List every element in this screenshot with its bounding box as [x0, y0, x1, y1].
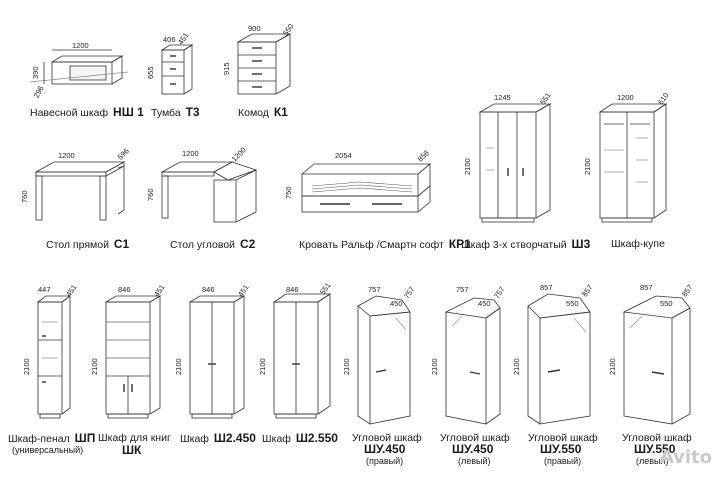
sliding-wardrobe-drawing: 1200 610 2100 — [583, 91, 671, 223]
caption-kupe: Шкаф-купе — [611, 238, 665, 250]
dim-side: 550 — [566, 299, 579, 308]
caption-sh3: Шкаф 3-х створчатый Ш3 — [461, 237, 591, 251]
dim-height: 2100 — [90, 358, 99, 375]
corner-wardrobe-shu450-right-drawing: 757 757 450 2100 — [342, 285, 417, 425]
dim-length: 2054 — [335, 151, 352, 160]
wardrobe-sh2-550-drawing: 846 551 2100 — [258, 281, 333, 419]
dim-depth: 451 — [176, 31, 191, 46]
caption-sh2-450: Шкаф Ш2.450 — [180, 431, 256, 445]
dim-width: 846 — [286, 285, 299, 294]
caption-shu450-left: Угловой шкаф — [440, 432, 510, 444]
corner-wardrobe-shu550-right-drawing: 857 857 550 2100 — [512, 283, 595, 425]
caption-shu550-left-code: ШУ.550 — [634, 442, 676, 456]
dim-width: 1200 — [617, 93, 634, 102]
dim-width: 1200 — [58, 151, 75, 160]
dim-height: 390 — [31, 66, 40, 79]
dim-height: 760 — [20, 190, 29, 203]
dim-height: 2100 — [430, 358, 439, 375]
caption-c1: Стол прямой С1 — [46, 237, 130, 251]
dim-height: 2100 — [342, 358, 351, 375]
pencil-case-shp-drawing: 447 451 2100 — [22, 283, 79, 419]
caption-c2: Стол угловой С2 — [170, 237, 256, 251]
caption-kp1: Кровать Ральф /Смартн софт КР1 — [299, 237, 471, 251]
dim-width: 1200 — [72, 41, 89, 50]
dim-side: 550 — [660, 299, 673, 308]
caption-shp: Шкаф-пенал ШП — [8, 431, 96, 445]
dim-depth: 296 — [32, 84, 46, 99]
dim-height: 2100 — [463, 158, 472, 175]
desk-c1-drawing: 1200 596 760 — [20, 146, 131, 221]
wardrobe-sh3-drawing: 1245 551 2100 — [463, 91, 553, 223]
dim-width: 900 — [248, 24, 261, 33]
dim-width: 447 — [38, 285, 51, 294]
watermark: Avito — [659, 447, 712, 468]
dim-height: 915 — [222, 62, 231, 75]
dim-depth: 857 — [580, 283, 595, 298]
caption-sh2-550: Шкаф Ш2.550 — [262, 431, 338, 445]
dim-width: 857 — [640, 283, 653, 292]
dim-height: 2100 — [258, 358, 267, 375]
dim-depth: 550 — [281, 22, 296, 37]
dim-height: 2100 — [512, 358, 521, 375]
dim-depth: 857 — [680, 283, 695, 298]
dim-width: 757 — [456, 285, 469, 294]
wall-cabinet-ns1-drawing: 1200 390 296 — [29, 41, 129, 99]
dim-side: 450 — [478, 299, 491, 308]
subcaption-shu450-right: (правый) — [366, 456, 404, 466]
bed-kp1-drawing: 2054 858 750 — [284, 148, 432, 213]
subcaption-shu550-left: (левый) — [636, 456, 669, 466]
dim-width: 846 — [202, 285, 215, 294]
caption-shu550-left: Угловой шкаф — [622, 432, 692, 444]
caption-shu450-right-code: ШУ.450 — [364, 442, 406, 456]
dim-width: 846 — [118, 285, 131, 294]
caption-shu550-right: Угловой шкаф — [528, 432, 598, 444]
caption-shu550-right-code: ШУ.550 — [540, 442, 582, 456]
caption-shu450-right: Угловой шкаф — [352, 432, 422, 444]
corner-wardrobe-shu550-left-drawing: 857 857 550 2100 — [608, 283, 695, 425]
dim-depth: 858 — [416, 148, 431, 163]
dim-height: 2100 — [22, 358, 31, 375]
dim-height: 760 — [146, 188, 155, 201]
subcaption-shp: (универсальный) — [12, 445, 84, 455]
subcaption-shu550-right: (правый) — [544, 456, 582, 466]
pedestal-t3-drawing: 406 451 655 — [146, 31, 194, 95]
dim-height: 2100 — [583, 158, 592, 175]
dim-side: 450 — [390, 299, 403, 308]
dim-height: 655 — [146, 66, 155, 79]
dim-width: 406 — [163, 35, 176, 44]
dim-depth: 596 — [116, 146, 131, 161]
bookcase-shk-drawing: 846 451 2100 — [90, 283, 167, 419]
dim-height: 2100 — [608, 358, 617, 375]
dim-width: 857 — [540, 283, 553, 292]
caption-t3: Тумба Т3 — [151, 105, 200, 119]
dim-width: 1245 — [494, 93, 511, 102]
corner-wardrobe-shu450-left-drawing: 757 757 450 2100 — [430, 285, 507, 425]
caption-ns1: Навесной шкаф НШ 1 — [30, 105, 144, 119]
dim-height: 2100 — [174, 358, 183, 375]
corner-desk-c2-drawing: 1200 1200 760 — [146, 145, 258, 223]
caption-shu450-left-code: ШУ.450 — [452, 442, 494, 456]
dim-height: 750 — [284, 186, 293, 199]
chest-k1-drawing: 900 550 915 — [222, 22, 296, 95]
dim-depth: 1200 — [230, 145, 248, 163]
caption-shk: Шкаф для книг — [98, 432, 171, 444]
dim-depth: 757 — [492, 285, 507, 300]
dim-depth: 757 — [402, 285, 417, 300]
dim-width: 757 — [368, 285, 381, 294]
caption-k1: Комод К1 — [238, 105, 288, 119]
caption-shk-code: ШК — [122, 443, 142, 457]
wardrobe-sh2-450-drawing: 846 451 2100 — [174, 283, 251, 419]
dim-width: 1200 — [182, 149, 199, 158]
subcaption-shu450-left: (левый) — [458, 456, 491, 466]
